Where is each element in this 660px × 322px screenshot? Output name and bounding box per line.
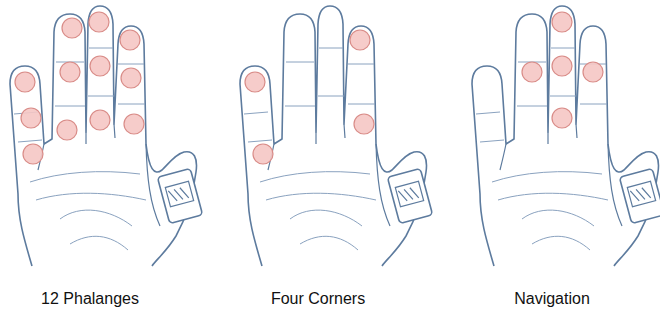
touch-markers	[522, 12, 603, 128]
hand-panel-one	[10, 6, 203, 266]
hand-sketch	[10, 6, 203, 266]
touch-markers	[15, 12, 144, 164]
panel-caption: Four Corners	[218, 290, 418, 308]
hand-panel-three	[472, 6, 660, 266]
hand-panel-two	[240, 6, 433, 266]
hand-sketch	[472, 6, 660, 266]
panel-caption: Navigation	[452, 290, 652, 308]
touch-markers	[245, 30, 374, 164]
hand-sketch	[240, 6, 433, 266]
panel-caption: 12 Phalanges	[0, 290, 190, 308]
